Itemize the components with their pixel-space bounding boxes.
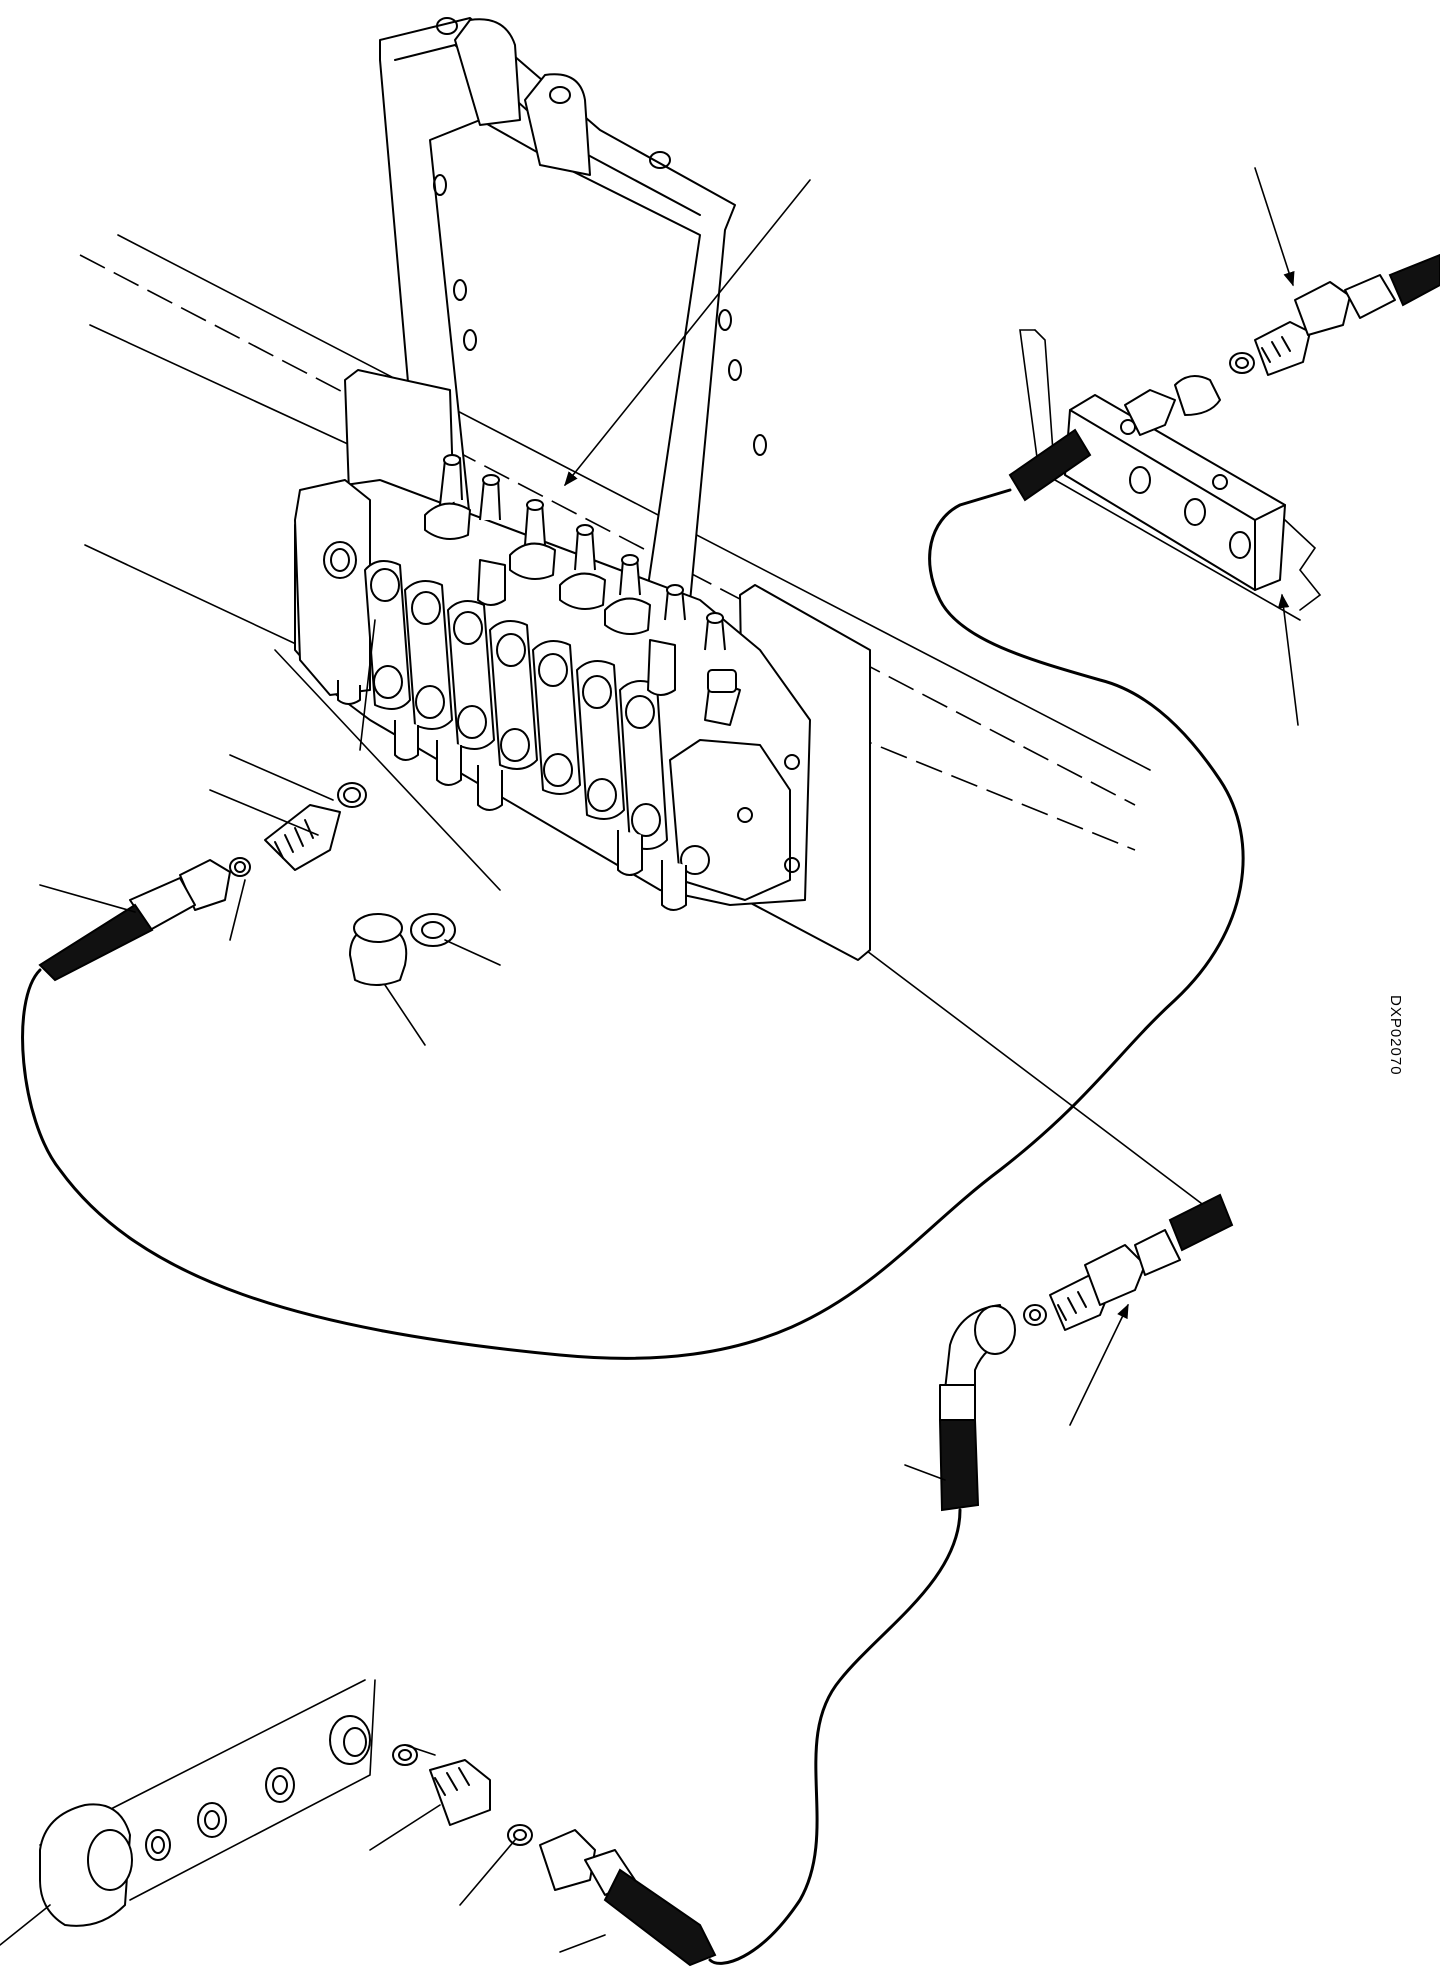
frame-rails [79,234,1231,1226]
spool-caps [337,680,687,911]
pump-connection-block [39,1679,717,1967]
lower-right-fitting [1023,1193,1234,1331]
leader-lines [0,167,1299,1953]
elbow-fitting [938,1304,1016,1512]
valve-sections [364,560,668,850]
hydraulic-hoses [21,488,1245,1965]
plug-with-seal [349,913,456,986]
control-valve-assembly [294,454,811,911]
left-hose-end [38,859,231,982]
return-manifold-block [1008,329,1322,621]
straight-adapter-fitting [229,782,367,877]
spool-handles [424,454,741,726]
drawing-reference-code: DXP02070 [1387,995,1404,1076]
upper-right-fitting [1229,253,1440,376]
